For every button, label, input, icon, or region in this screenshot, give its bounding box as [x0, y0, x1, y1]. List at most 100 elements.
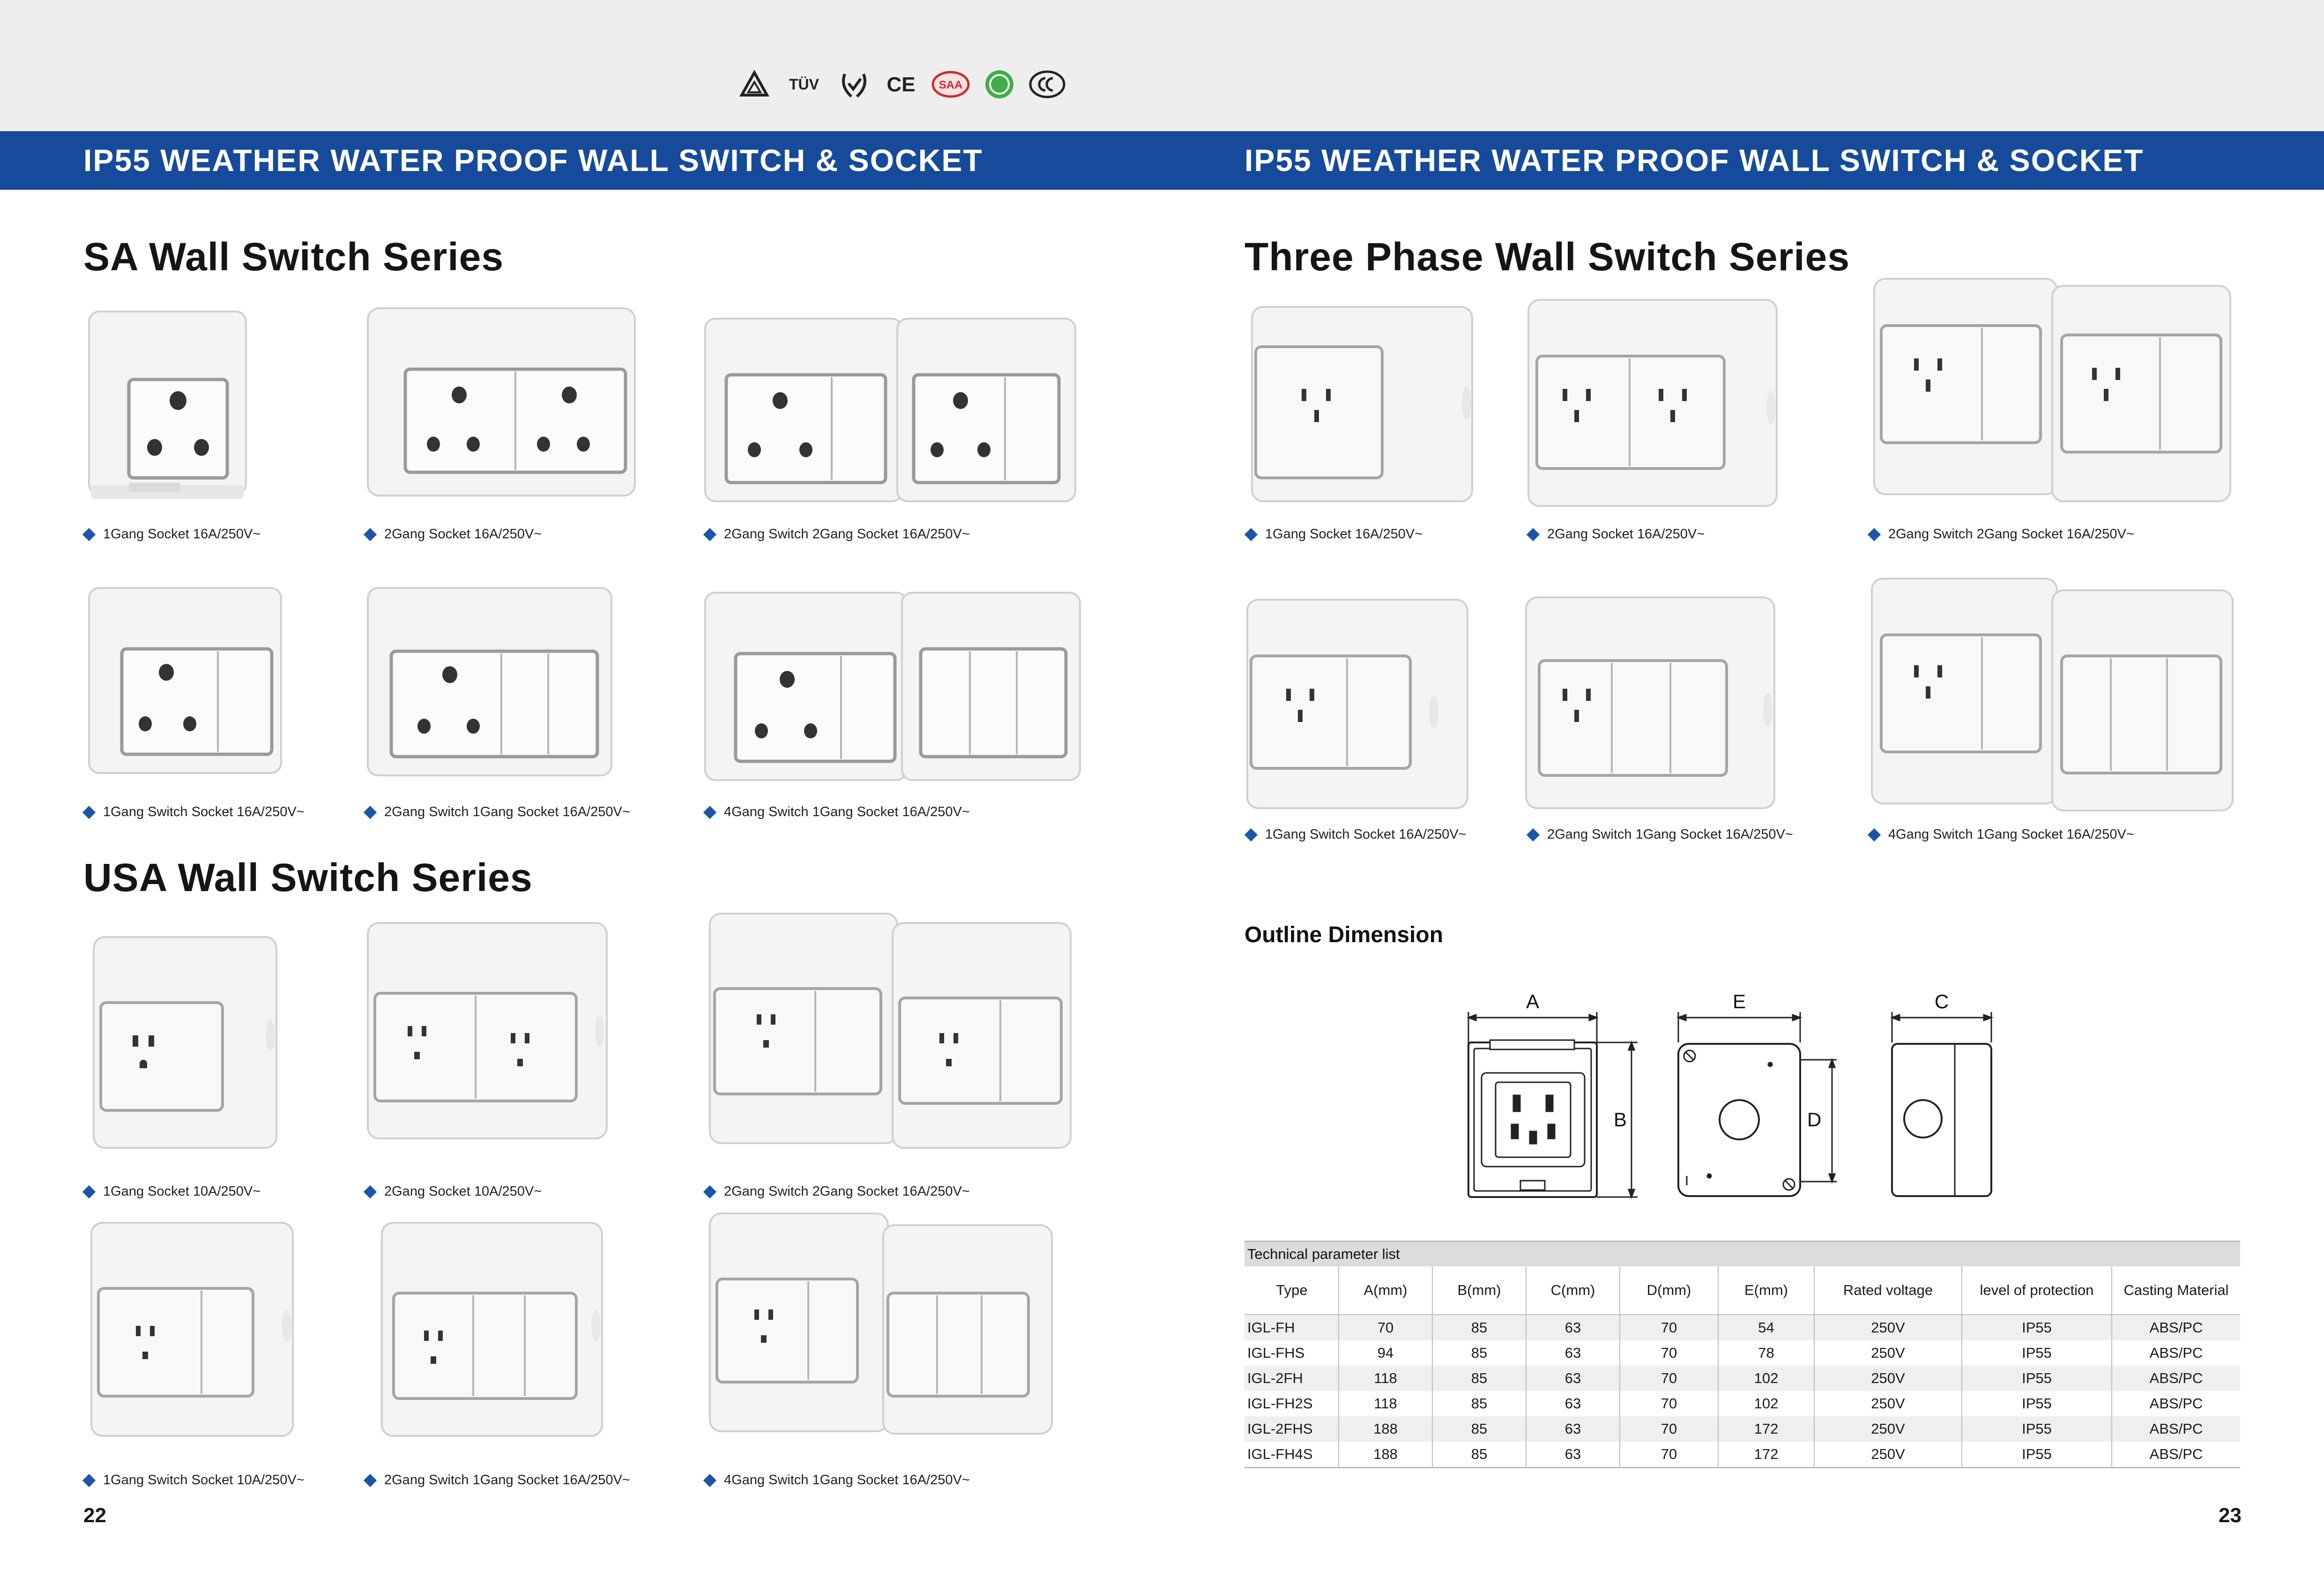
table-cell: IGL-FH [1247, 1319, 1295, 1336]
three-phase-series-title: Three Phase Wall Switch Series [1244, 235, 1850, 279]
table-cell: 85 [1432, 1366, 1526, 1391]
triangle-mark-icon [739, 69, 770, 97]
table-cell: 63 [1526, 1442, 1620, 1468]
table-cell: ABS/PC [2111, 1391, 2240, 1416]
table-cell: 250V [1814, 1391, 1962, 1416]
column-header: C(mm) [1526, 1266, 1620, 1315]
table-cell: 85 [1432, 1391, 1526, 1416]
table-cell: 78 [1718, 1340, 1814, 1366]
column-header: D(mm) [1619, 1266, 1718, 1315]
table-cell: IP55 [1961, 1391, 2112, 1416]
three-phase-1gang-switch-socket-image [1246, 599, 1468, 809]
top-margin [0, 0, 2324, 131]
table-cell: 102 [1718, 1366, 1814, 1391]
bullet-diamond-icon [82, 1185, 96, 1198]
ccc-mark-icon [1029, 70, 1065, 98]
column-header: Casting Material [2111, 1266, 2240, 1315]
sa-item-6-caption: 4Gang Switch 1Gang Socket 16A/250V~ [703, 804, 970, 820]
bullet-diamond-icon [703, 1185, 717, 1198]
table-cell: IP55 [1961, 1340, 2112, 1366]
usa-2gang-switch-1gang-socket-image [381, 1222, 603, 1437]
table-cell: IP55 [1961, 1442, 2112, 1468]
bullet-diamond-icon [703, 1473, 717, 1487]
table-cell: 85 [1432, 1340, 1526, 1366]
table-cell: 70 [1619, 1315, 1718, 1340]
dimension-label-a: A [1526, 990, 1539, 1012]
table-cell: 250V [1814, 1366, 1962, 1391]
bullet-diamond-icon [363, 1185, 377, 1198]
table-cell: ABS/PC [2111, 1315, 2240, 1340]
dimension-label-e: E [1733, 990, 1746, 1012]
table-cell: IGL-FH2S [1247, 1395, 1313, 1412]
table-cell: 118 [1338, 1391, 1432, 1416]
table-cell: 250V [1814, 1416, 1962, 1442]
three-phase-item-1-caption: 1Gang Socket 16A/250V~ [1244, 527, 1423, 542]
table-cell: IP55 [1961, 1416, 2112, 1442]
bullet-diamond-icon [82, 528, 96, 541]
table-cell: 63 [1526, 1416, 1620, 1442]
table-cell: 94 [1338, 1340, 1432, 1366]
table-cell: 54 [1718, 1315, 1814, 1340]
svg-text:SAA: SAA [939, 79, 963, 91]
table-cell: 85 [1432, 1315, 1526, 1340]
table-cell: 250V [1814, 1315, 1962, 1340]
sa-series-title: SA Wall Switch Series [83, 235, 504, 279]
header-band [0, 131, 2324, 190]
table-cell: 85 [1432, 1416, 1526, 1442]
saa-mark-icon: SAA [931, 71, 970, 98]
table-cell: 250V [1814, 1442, 1962, 1468]
three-phase-item-2-caption: 2Gang Socket 16A/250V~ [1526, 527, 1705, 542]
usa-series-title: USA Wall Switch Series [83, 855, 533, 900]
table-cell: 63 [1526, 1340, 1620, 1366]
table-cell: 70 [1619, 1366, 1718, 1391]
svg-text:CE: CE [886, 73, 915, 96]
table-cell: 63 [1526, 1366, 1620, 1391]
sa-2gang-switch-1gang-socket-image [367, 587, 612, 776]
sa-item-4-caption: 1Gang Switch Socket 16A/250V~ [82, 804, 305, 820]
bullet-diamond-icon [363, 805, 377, 819]
bullet-diamond-icon [1526, 528, 1540, 541]
sa-1gang-switch-socket-image [88, 587, 282, 774]
usa-item-5-caption: 2Gang Switch 1Gang Socket 16A/250V~ [363, 1473, 630, 1488]
three-phase-2gang-switch-1gang-socket-image [1525, 596, 1775, 809]
usa-item-1-caption: 1Gang Socket 10A/250V~ [82, 1184, 261, 1199]
table-cell: IGL-FH4S [1244, 1442, 1339, 1468]
sa-2gang-switch-2gang-socket-image [704, 318, 1076, 502]
column-header: E(mm) [1718, 1266, 1814, 1315]
table-cell: IGL-2FHS [1247, 1421, 1313, 1437]
table-cell: IGL-FHS [1247, 1345, 1305, 1361]
three-phase-4gang-switch-1gang-socket-image [1871, 578, 2234, 811]
table-cell: 85 [1432, 1442, 1526, 1468]
column-header: level of protection [1961, 1266, 2112, 1315]
laurel-mark-icon [842, 73, 866, 98]
usa-1gang-switch-socket-image [90, 1222, 294, 1437]
sa-item-3-caption: 2Gang Switch 2Gang Socket 16A/250V~ [703, 527, 970, 542]
left-page-heading: IP55 WEATHER WATER PROOF WALL SWITCH & S… [83, 143, 983, 178]
sa-item-1-caption: 1Gang Socket 16A/250V~ [82, 527, 261, 542]
svg-text:TÜV: TÜV [789, 76, 819, 93]
sa-item-5-caption: 2Gang Switch 1Gang Socket 16A/250V~ [363, 804, 630, 820]
three-phase-item-5-caption: 2Gang Switch 1Gang Socket 16A/250V~ [1526, 827, 1793, 842]
table-header-row: Type A(mm) B(mm) C(mm) D(mm) E(mm) Rated… [1244, 1266, 2240, 1315]
green-circle-mark-icon [985, 70, 1013, 98]
table-cell: 70 [1619, 1391, 1718, 1416]
table-cell: 70 [1619, 1442, 1718, 1468]
usa-2gang-socket-image [367, 922, 608, 1139]
column-header: Type [1244, 1266, 1339, 1315]
table-cell: 250V [1814, 1340, 1962, 1366]
sa-4gang-switch-1gang-socket-image [704, 592, 1081, 781]
usa-item-3-caption: 2Gang Switch 2Gang Socket 16A/250V~ [703, 1184, 970, 1199]
table-caption: Technical parameter list [1244, 1241, 2240, 1266]
column-header: Rated voltage [1814, 1266, 1962, 1315]
ce-mark-icon: CE [886, 73, 915, 96]
three-phase-2gang-socket-image [1527, 299, 1778, 507]
dimension-label-d: D [1807, 1108, 1821, 1131]
outline-dimension-drawing: A B E D C [1466, 990, 1994, 1199]
bullet-diamond-icon [363, 1473, 377, 1487]
table-cell: ABS/PC [2111, 1366, 2240, 1391]
bullet-diamond-icon [82, 1473, 96, 1487]
right-page-heading: IP55 WEATHER WATER PROOF WALL SWITCH & S… [1244, 143, 2144, 178]
